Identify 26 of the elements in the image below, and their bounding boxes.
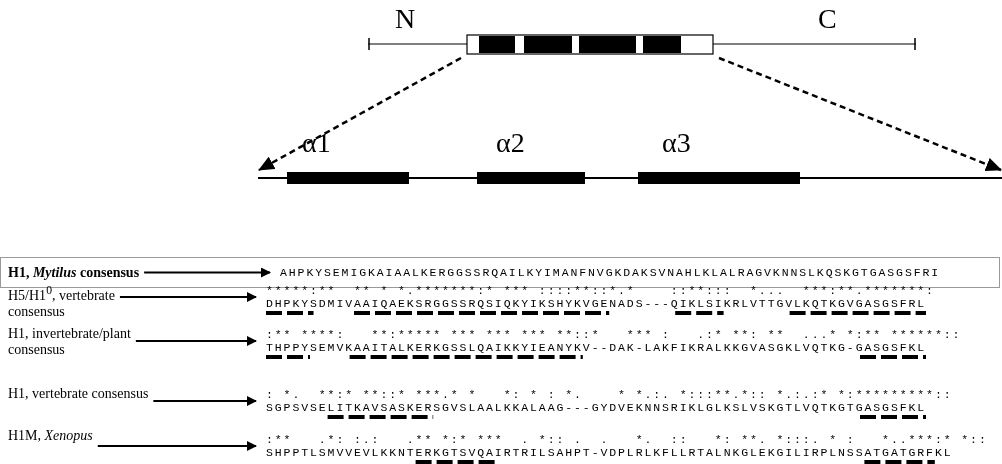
sequence-name: H1, invertebrate/plant consensus: [8, 326, 132, 358]
conservation-symbols: :** ****: **:***** *** *** *** **::* *** : .:* **: ** ...* *:** ******::: [266, 328, 962, 341]
amino-acid-sequence: AHPKYSEMIGKAIAALKERGGSSRQAILKYIMANFNVGKDAKSVNAHLKLALRAGVKNNSLKQSKGTGASGSFRI: [280, 266, 941, 279]
helix-label: α1: [302, 128, 331, 158]
arrow: [143, 267, 271, 278]
conservation-symbols: :** .*: :.: .** *:* *** . *:: . . *. :: *: **. *:::. * : *..***:* *::: [266, 433, 988, 446]
sequence-name: H1M, Xenopus: [8, 428, 94, 444]
amino-acid-sequence: THPPYSEMVKAAITALKERKGSSLQAIKKYIEANYKV--DAK-LAKFIKRALKKGVASGKLVQTKG-GASGSFKL: [266, 341, 928, 354]
conservation-symbols: *****:** ** * *.*******:* *** ::::**::*.* ::**::: *... ***:**.*******:: [266, 284, 935, 297]
terminus-label: C: [818, 4, 837, 34]
arrow: [258, 56, 462, 172]
helix-label: α2: [496, 128, 525, 158]
sequence-name: H1, vertebrate consensus: [8, 386, 150, 402]
arrow: [718, 56, 1002, 172]
sequence-name: H5/H1$^{0}$, vertebrate consensus: [8, 283, 116, 320]
arrow: [96, 441, 257, 451]
arrow: [152, 396, 257, 406]
amino-acid-sequence: DHPKYSDMIVAAIQAEKSRGGSSRQSIQKYIKSHYKVGENADS---QIKLSIKRLVTTGVLKQTKGVGASGSFRL: [266, 297, 928, 310]
conservation-symbols: : *. **:* **::* ***.* * *: * : *. * *.:. *:::**.*:: *.:.:* *:*********::: [266, 388, 953, 401]
sequence-name: H1, Mytilus consensus: [8, 265, 141, 281]
arrow: [118, 292, 257, 302]
helix-label: α3: [662, 128, 691, 158]
amino-acid-sequence: SHPPTLSMVVEVLKKNTERKGTSVQAIRTRILSAHPT-VDPLRLKFLLRTALNKGLEKGILIRPLNSSATGATGRFKL: [266, 446, 954, 459]
amino-acid-sequence: SGPSVSELITKAVSASKERSGVSLAALKKALAAG---GYDVEKNNSRIKLGLKSLVSKGTLVQTKGTGASGSFKL: [266, 401, 928, 414]
terminus-label: N: [395, 4, 416, 34]
arrow: [134, 336, 257, 346]
